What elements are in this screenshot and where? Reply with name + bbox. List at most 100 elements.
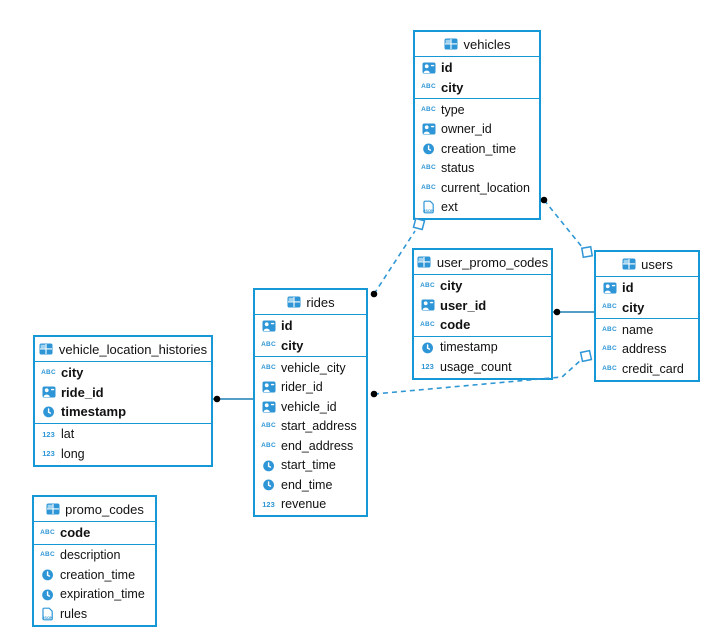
- column-row-rider_id[interactable]: rider_id: [255, 378, 366, 398]
- relation-line-rides-vehicles[interactable]: [373, 230, 416, 295]
- column-row-ride_id[interactable]: ride_id: [35, 383, 211, 403]
- column-name: vehicle_city: [281, 360, 346, 375]
- id-card-icon: [41, 386, 56, 398]
- column-row-revenue[interactable]: 123 revenue: [255, 495, 366, 515]
- column-name: code: [60, 525, 91, 541]
- number-123-icon: 123: [262, 499, 275, 509]
- relation-dot-marker: [370, 390, 378, 398]
- relation-dot-marker: [540, 196, 548, 204]
- column-row-timestamp[interactable]: timestamp: [414, 338, 551, 358]
- table-grid-icon: [621, 258, 636, 270]
- string-abc-icon: ABC: [602, 364, 617, 372]
- column-name: end_address: [281, 438, 354, 453]
- timestamp-clock-icon: [40, 568, 55, 581]
- relation-diamond-marker: [580, 245, 594, 259]
- column-name: city: [61, 365, 84, 381]
- relation-diamond-marker: [412, 217, 426, 231]
- table-title: user_promo_codes: [436, 254, 549, 270]
- relation-diamond-marker: [579, 349, 593, 363]
- column-row-user_id[interactable]: user_id: [414, 296, 551, 316]
- column-row-long[interactable]: 123 long: [35, 444, 211, 464]
- table-header[interactable]: promo_codes: [34, 497, 155, 522]
- string-abc-icon: ABC: [602, 303, 617, 310]
- table-header[interactable]: users: [596, 252, 698, 277]
- table-header[interactable]: vehicle_location_histories: [35, 337, 211, 362]
- table-header[interactable]: rides: [255, 290, 366, 315]
- column-row-start_time[interactable]: start_time: [255, 456, 366, 476]
- column-row-city[interactable]: ABC city: [35, 363, 211, 383]
- table-title: promo_codes: [65, 501, 144, 517]
- json-document-icon: JSON: [421, 200, 436, 214]
- column-row-code[interactable]: ABC code: [34, 523, 155, 543]
- column-row-vehicle_id[interactable]: vehicle_id: [255, 397, 366, 417]
- column-name: id: [622, 280, 634, 296]
- column-name: city: [622, 299, 645, 315]
- column-name: description: [60, 548, 121, 563]
- table-title: users: [641, 256, 673, 272]
- column-name: start_time: [281, 458, 336, 473]
- column-row-expiration_time[interactable]: expiration_time: [34, 585, 155, 605]
- column-row-end_time[interactable]: end_time: [255, 475, 366, 495]
- id-card-icon: [261, 401, 276, 413]
- table-grid-icon: [286, 296, 301, 308]
- column-row-id[interactable]: id: [255, 316, 366, 336]
- string-abc-icon: ABC: [421, 183, 436, 191]
- column-row-creation_time[interactable]: creation_time: [34, 565, 155, 585]
- column-name: start_address: [281, 419, 357, 434]
- column-row-owner_id[interactable]: owner_id: [415, 120, 539, 140]
- string-abc-icon: ABC: [40, 528, 55, 536]
- column-name: long: [61, 446, 85, 461]
- column-row-timestamp[interactable]: timestamp: [35, 402, 211, 422]
- timestamp-clock-icon: [41, 405, 56, 418]
- number-123-icon: 123: [42, 449, 55, 458]
- table-grid-icon: [39, 343, 54, 355]
- column-row-city[interactable]: ABC city: [596, 298, 698, 318]
- column-name: type: [441, 102, 465, 117]
- string-abc-icon: ABC: [420, 281, 435, 289]
- string-abc-icon: ABC: [41, 368, 56, 376]
- column-row-id[interactable]: id: [415, 58, 539, 78]
- table-header[interactable]: vehicles: [415, 32, 539, 57]
- relation-dot-marker: [213, 395, 221, 403]
- column-name: revenue: [281, 497, 327, 512]
- column-row-id[interactable]: id: [596, 278, 698, 298]
- table-header[interactable]: user_promo_codes: [414, 250, 551, 275]
- column-name: vehicle_id: [281, 399, 337, 414]
- number-123-icon: 123: [421, 362, 434, 371]
- column-row-creation_time[interactable]: creation_time: [415, 139, 539, 159]
- id-card-icon: [261, 381, 276, 393]
- string-abc-icon: ABC: [261, 341, 276, 348]
- id-card-icon: [421, 123, 436, 135]
- relation-line-vehicles-users[interactable]: [543, 199, 583, 248]
- string-abc-icon: ABC: [602, 345, 617, 352]
